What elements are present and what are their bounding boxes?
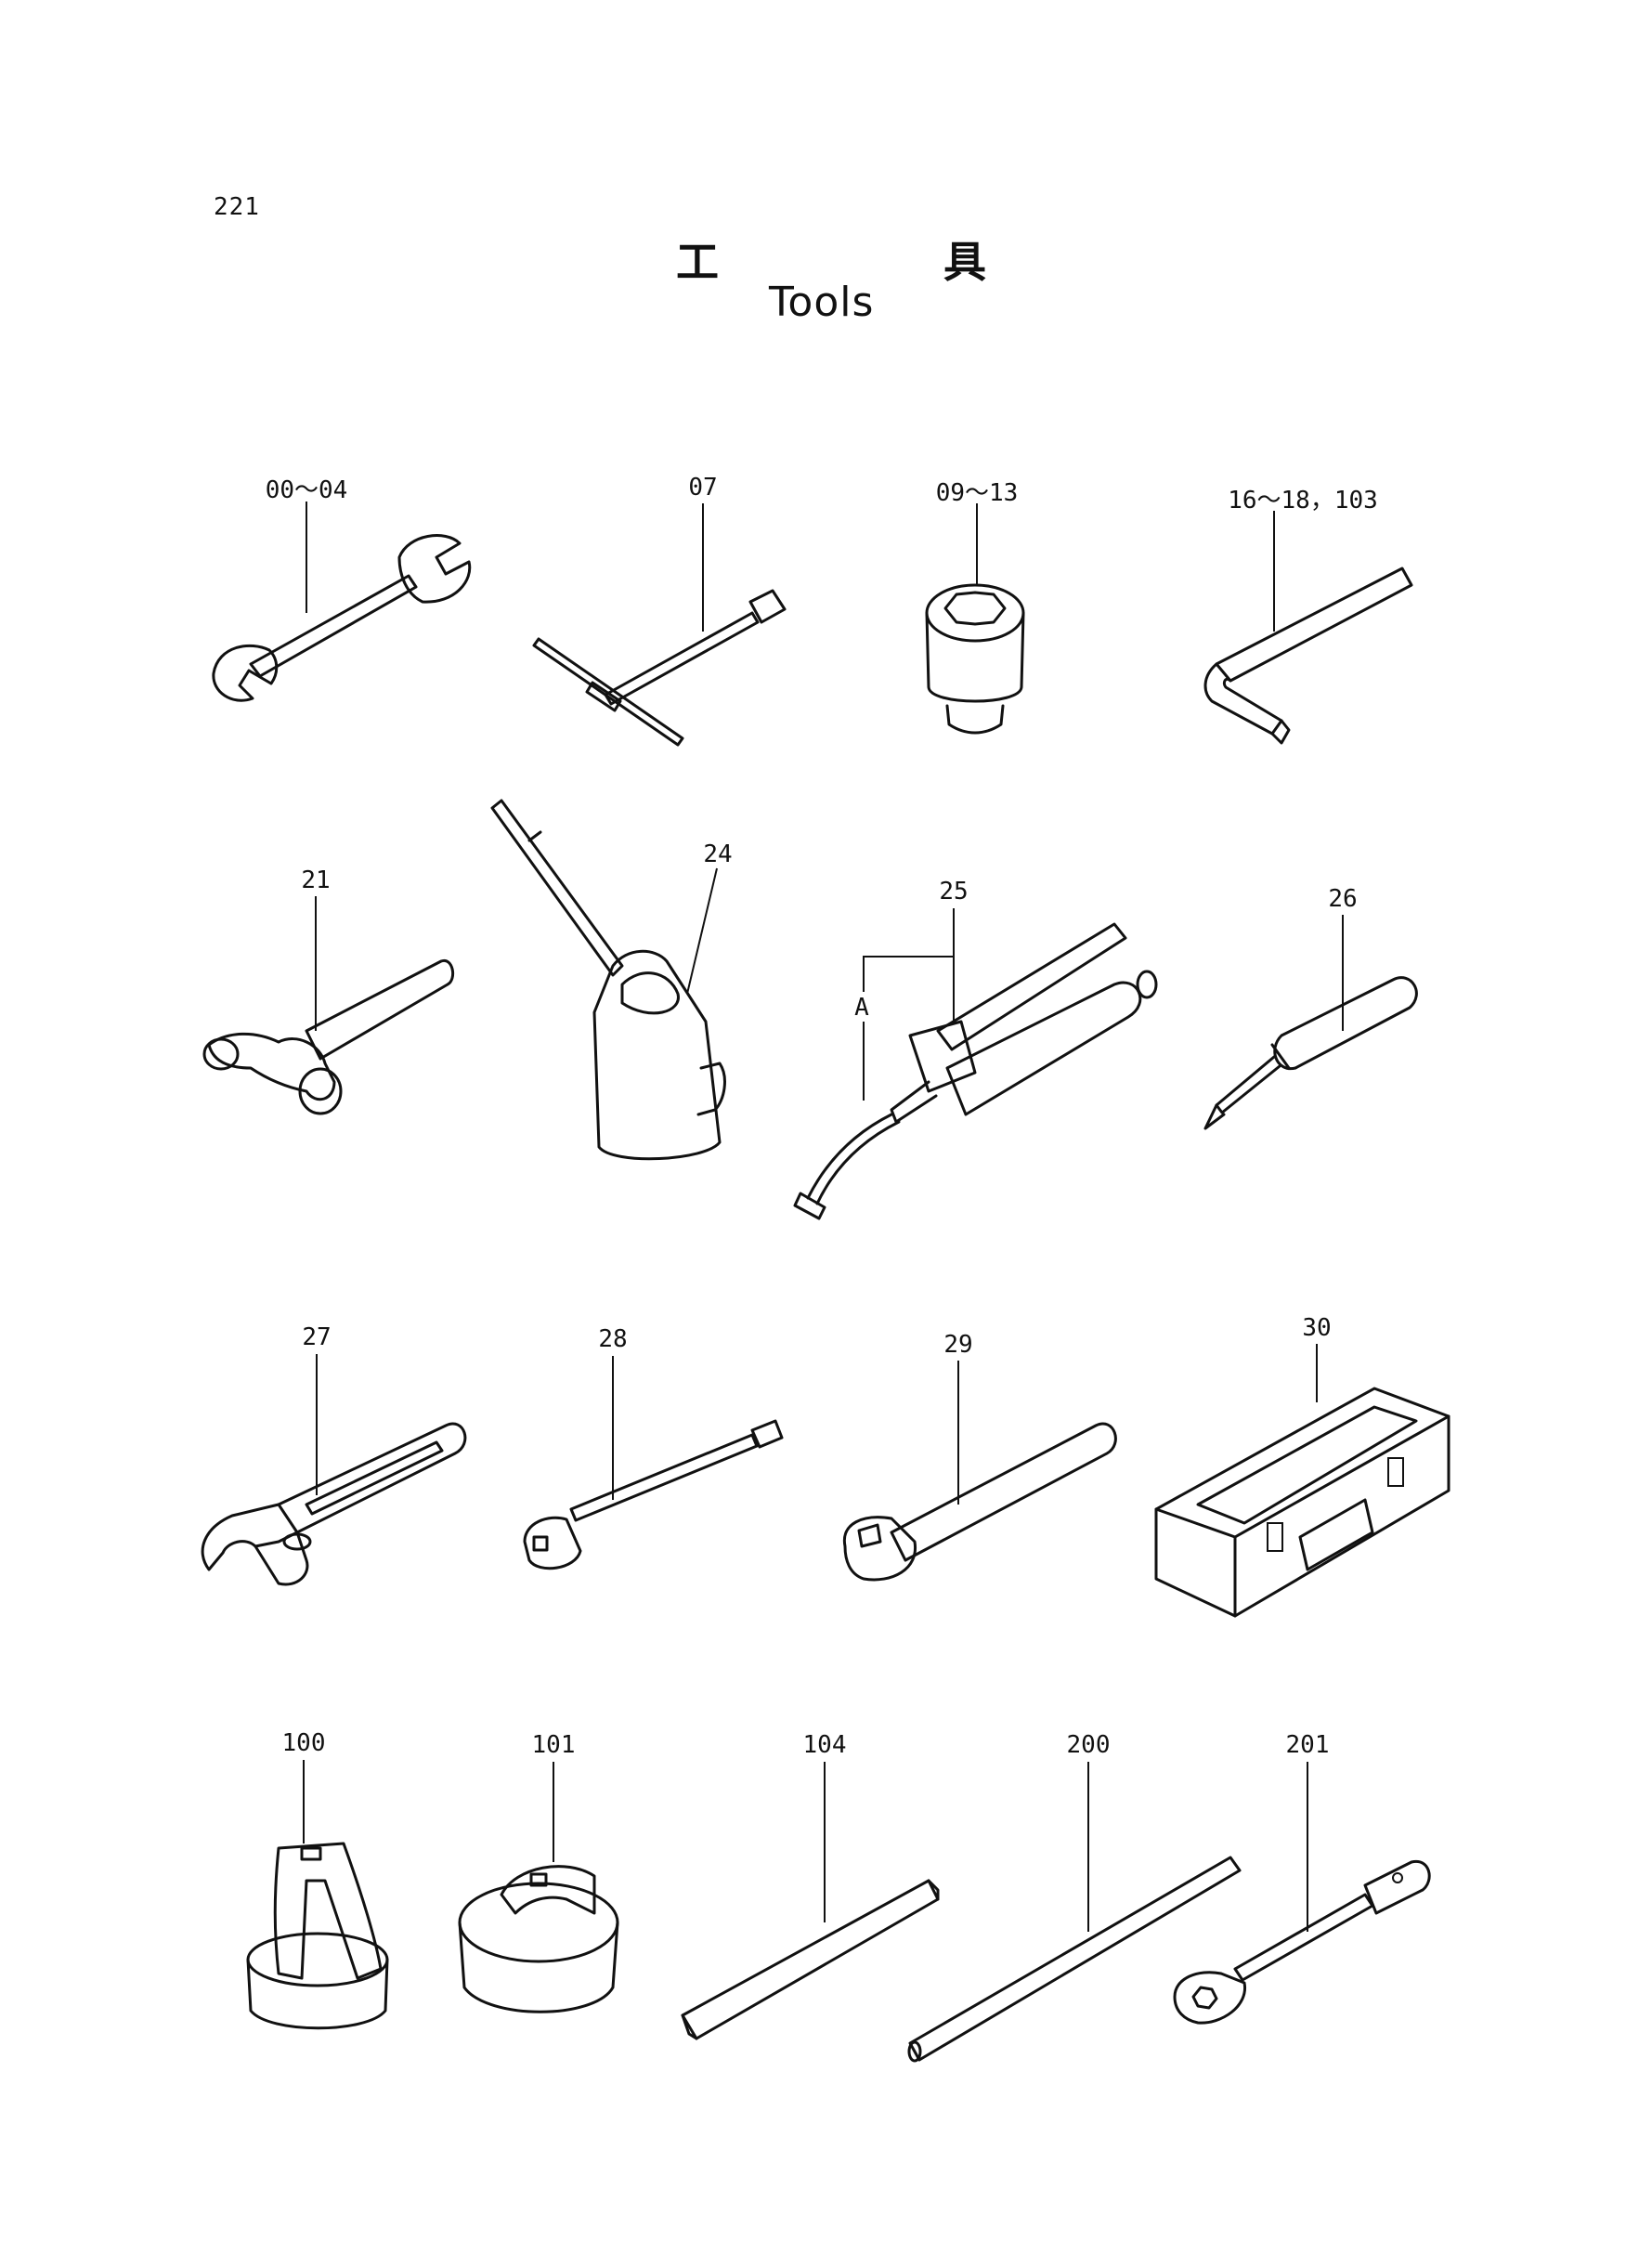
socket-icon xyxy=(925,503,1025,735)
screwdriver-icon xyxy=(1203,915,1418,1130)
t-handle-wrench-icon xyxy=(532,503,787,747)
adjustable-wrench-icon xyxy=(201,1354,467,1586)
part-label-101: 101 xyxy=(531,1731,576,1759)
filter-cap-wrench-icon xyxy=(458,1762,619,2013)
part-label-201: 201 xyxy=(1285,1731,1330,1759)
part-label-25-a: A xyxy=(854,994,869,1022)
ratchet-handle-icon xyxy=(842,1361,1117,1582)
box-wrench-icon xyxy=(1173,1762,1431,2025)
part-label-26: 26 xyxy=(1328,885,1358,913)
tool-box-icon xyxy=(1154,1344,1450,1618)
oil-can-icon xyxy=(490,799,726,1161)
hammer-icon xyxy=(202,896,455,1115)
grease-gun-icon xyxy=(793,908,1158,1220)
title-japanese-1: 工 xyxy=(676,237,719,287)
open-end-wrench-icon xyxy=(212,502,472,702)
part-label-200: 200 xyxy=(1066,1731,1111,1759)
part-label-29: 29 xyxy=(943,1331,973,1359)
part-label-21: 21 xyxy=(301,866,331,894)
part-label-28: 28 xyxy=(598,1325,628,1353)
part-label-25: 25 xyxy=(939,878,969,905)
rod-icon xyxy=(907,1762,1242,2063)
part-label-30: 30 xyxy=(1302,1314,1332,1342)
hex-bar-icon xyxy=(681,1762,940,2040)
part-label-27: 27 xyxy=(302,1323,332,1351)
hex-key-icon xyxy=(1203,511,1413,745)
part-label-16-18-103: 16～18，103 xyxy=(1228,487,1378,515)
title-japanese-2: 具 xyxy=(943,237,986,287)
part-label-07: 07 xyxy=(688,474,718,502)
extension-bar-icon xyxy=(523,1356,784,1570)
title-english: Tools xyxy=(769,279,875,326)
page-number: 221 xyxy=(214,193,260,221)
filter-wrench-icon xyxy=(246,1760,389,2030)
part-label-100: 100 xyxy=(281,1729,326,1757)
part-label-09-13: 09～13 xyxy=(935,479,1019,507)
part-label-24: 24 xyxy=(703,840,733,868)
part-label-00-04: 00～04 xyxy=(265,476,348,504)
part-label-104: 104 xyxy=(802,1731,847,1759)
